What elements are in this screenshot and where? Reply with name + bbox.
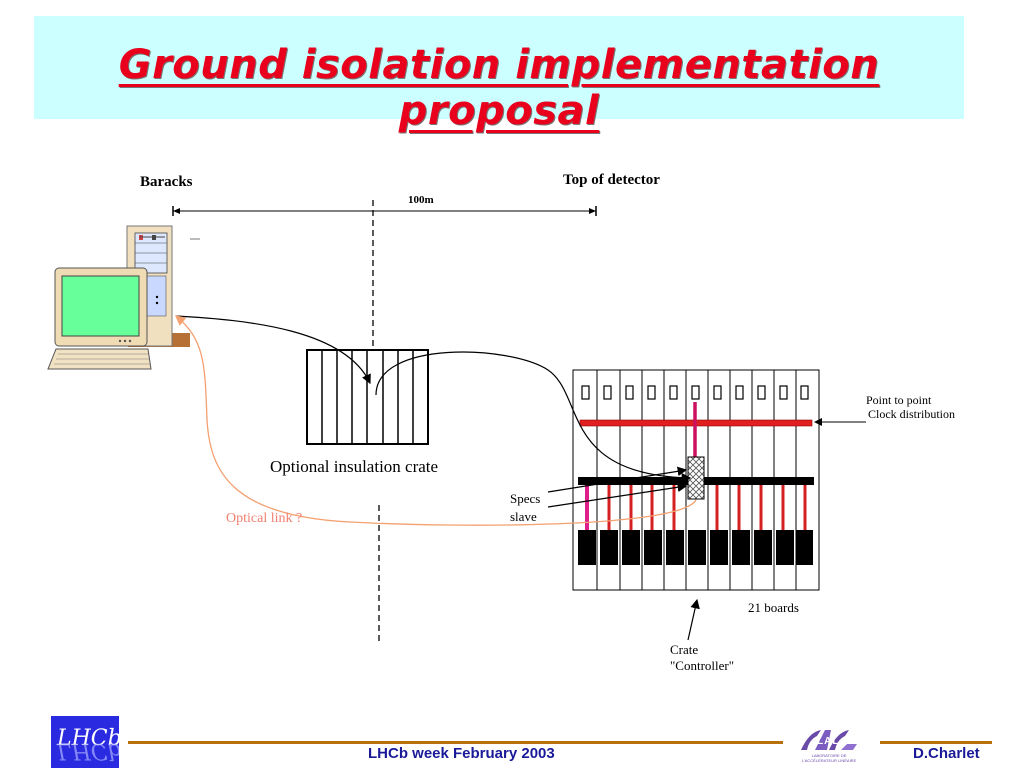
- slide-title: Ground isolation implementation proposal: [118, 42, 880, 134]
- computer-icon: [47, 225, 200, 370]
- insulation-crate: [306, 349, 429, 445]
- crate-controller-label-line2: "Controller": [670, 658, 735, 673]
- specs-slave-box: [687, 456, 705, 500]
- arrow-specs-slave-2: [547, 482, 688, 508]
- specs-slave-label-line1: Specs: [510, 491, 541, 506]
- lhcb-logo-reflection: LHCb: [57, 738, 119, 763]
- footer-divider-left: [128, 741, 783, 744]
- top-of-detector-label: Top of detector: [563, 172, 660, 188]
- optical-link-label: Optical link ?: [226, 511, 303, 526]
- lhcb-logo: LHCb LHCb: [51, 716, 119, 768]
- arrow-baracks-to-crate: [175, 315, 371, 385]
- distance-dimension-line: [172, 206, 597, 216]
- clock-label-line2: Clock distribution: [868, 407, 955, 421]
- lhcb-logo-text: LHCb: [57, 726, 119, 751]
- specs-slave-label-line2: slave: [510, 509, 537, 524]
- baracks-label: Baracks: [140, 174, 193, 190]
- clock-label-line1: Point to point: [866, 393, 932, 407]
- insulation-crate-label: Optional insulation crate: [270, 457, 439, 476]
- title-banner: Ground isolation implementation proposal: [34, 16, 964, 134]
- detector-crate: [572, 369, 820, 591]
- boards-label: 21 boards: [748, 600, 799, 615]
- footer-divider-right: [880, 741, 992, 744]
- lal-logo-caption: LABORATOIRE DE L'ACCÉLÉRATEUR LINÉAIRE: [801, 753, 857, 763]
- footer-event: LHCb week February 2003: [368, 745, 555, 762]
- arrow-crate-controller: [687, 598, 700, 641]
- lal-logo-name: LAL: [817, 736, 840, 747]
- crate-controller-label-line1: Crate: [670, 642, 699, 657]
- arrow-specs-slave-1: [547, 466, 688, 493]
- distance-label: 100m: [408, 194, 434, 206]
- optical-link-path: [174, 315, 697, 526]
- lal-logo: LAL LABORATOIRE DE L'ACCÉLÉRATEUR LINÉAI…: [795, 722, 863, 768]
- arrow-crate-to-detector: [375, 351, 692, 483]
- lal-logo-mark: [801, 730, 857, 750]
- footer-author: D.Charlet: [913, 745, 980, 762]
